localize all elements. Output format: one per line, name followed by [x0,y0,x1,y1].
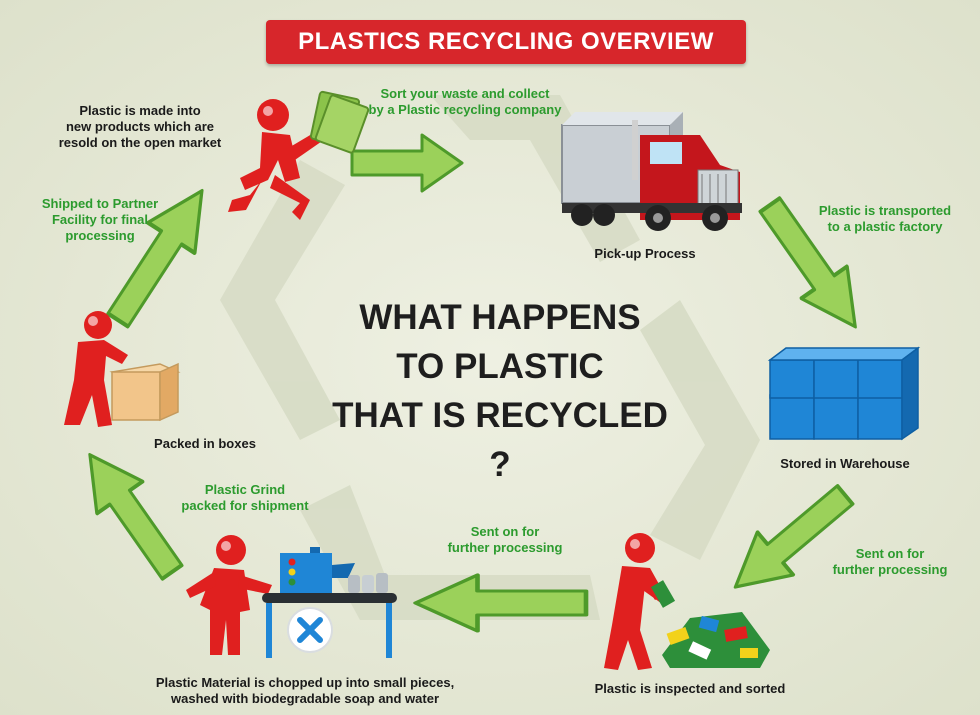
label-sort-collect: Sort your waste and collect by a Plastic… [368,86,562,117]
money-icon [310,90,370,154]
label-packed: Packed in boxes [154,436,256,451]
label-sent-on-bottom: Sent on for further processing [447,524,563,555]
label-stored: Stored in Warehouse [780,456,910,471]
cardboard-box-icon [109,362,181,422]
truck-icon [561,112,742,231]
label-pickup: Pick-up Process [594,246,696,261]
title-banner: PLASTICS RECYCLING OVERVIEW [266,20,746,64]
arrow-icon [350,133,464,193]
label-chopped: Plastic Material is chopped up into smal… [155,675,455,706]
arrow-icon [715,471,865,611]
center-question: WHAT HAPPENS TO PLASTIC THAT IS RECYCLED… [300,293,700,489]
plastic-pile-icon [650,580,770,668]
center-question-line-3: THAT IS RECYCLED [332,396,668,435]
label-shipped: Shipped to Partner Facility for final pr… [41,196,159,243]
center-question-line-2: TO PLASTIC [396,347,604,386]
person-icon [186,535,272,655]
person-icon [64,311,128,427]
label-transported: Plastic is transported to a plastic fact… [818,203,952,234]
person-icon [228,99,328,220]
warehouse-boxes-icon [767,346,921,441]
label-inspected: Plastic is inspected and sorted [594,681,786,696]
shredder-machine-icon [262,547,397,658]
label-sent-on-right: Sent on for further processing [832,546,948,577]
center-question-line-1: WHAT HAPPENS [359,298,641,337]
label-resold: Plastic is made into new products which … [58,103,222,150]
center-question-mark: ? [489,445,511,484]
label-grind: Plastic Grind packed for shipment [181,482,309,513]
